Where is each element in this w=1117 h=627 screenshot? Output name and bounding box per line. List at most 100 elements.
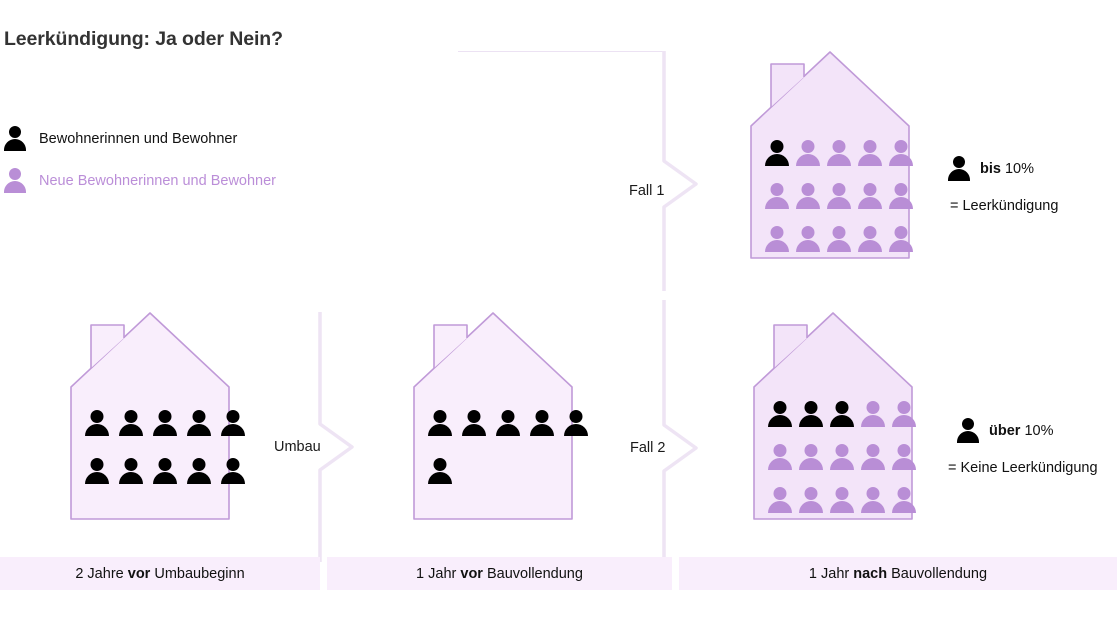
person-icon-dark <box>221 458 245 484</box>
person-icon-light <box>768 444 792 470</box>
annotation-case-1-value: 10% <box>1004 160 1035 177</box>
person-icon-light <box>830 444 854 470</box>
person-icon-dark <box>4 126 26 151</box>
person-icon-light <box>889 140 913 166</box>
connector-label-fall-1: Fall 1 <box>629 183 665 199</box>
legend-label-residents: Bewohnerinnen und Bewohner <box>39 130 238 147</box>
person-icon-dark <box>428 410 452 436</box>
person-icon-light <box>796 140 820 166</box>
house-people-row <box>768 487 916 513</box>
annotation-case-1-headline: bis 10% <box>948 156 1058 181</box>
timeline-label-0: 2 Jahre vor Umbaubeginn <box>75 565 245 582</box>
person-icon-dark <box>221 410 245 436</box>
annotation-case-2-value: 10% <box>1024 422 1054 439</box>
person-icon-light <box>827 183 851 209</box>
person-icon-light <box>765 183 789 209</box>
person-icon-dark <box>830 401 854 427</box>
person-icon-light <box>858 140 882 166</box>
person-icon-dark <box>564 410 588 436</box>
annotation-case-2-emphasis: über <box>989 422 1021 439</box>
legend-item-new-residents: Neue Bewohnerinnen und Bewohner <box>4 168 276 193</box>
house-people-row <box>85 458 245 484</box>
house-people-row <box>85 410 245 436</box>
person-icon-light <box>827 226 851 252</box>
person-icon-light <box>892 487 916 513</box>
branch-line <box>458 51 664 52</box>
annotation-case-1: bis 10% = Leerkündigung <box>948 156 1058 214</box>
person-icon-light <box>830 487 854 513</box>
connector-label-umbau: Umbau <box>274 439 321 455</box>
house-people-row <box>768 444 916 470</box>
person-icon-light <box>858 226 882 252</box>
house-case-1 <box>750 51 913 259</box>
person-icon-light <box>861 401 885 427</box>
legend-label-new-residents: Neue Bewohnerinnen und Bewohner <box>39 172 277 189</box>
timeline-before-completion: 1 Jahr vor Bauvollendung <box>327 557 672 590</box>
person-icon-dark <box>119 458 143 484</box>
person-icon-light <box>768 487 792 513</box>
annotation-case-1-emphasis: bis <box>980 160 1001 177</box>
house-people-grid <box>765 140 913 252</box>
house-people-row <box>765 183 913 209</box>
timeline-after-completion: 1 Jahr nach Bauvollendung <box>679 557 1117 590</box>
house-people-row <box>428 410 588 436</box>
person-icon-dark <box>957 418 979 443</box>
person-icon-light <box>861 444 885 470</box>
house-people-grid <box>768 401 916 513</box>
house-before-renovation <box>70 312 245 520</box>
person-icon-light <box>796 226 820 252</box>
person-icon-dark <box>85 410 109 436</box>
person-icon-dark <box>799 401 823 427</box>
page-title: Leerkündigung: Ja oder Nein? <box>4 28 283 50</box>
annotation-case-2: über 10% = Keine Leerkündigung <box>948 418 1098 476</box>
house-before-completion <box>413 312 588 520</box>
house-shape <box>413 312 573 520</box>
annotation-case-1-threshold: bis 10% <box>980 161 1034 177</box>
connector-label-fall-2: Fall 2 <box>630 440 666 456</box>
person-icon-dark <box>768 401 792 427</box>
person-icon-light <box>892 444 916 470</box>
person-icon-light <box>799 444 823 470</box>
person-icon-light <box>765 226 789 252</box>
connector-fall-1 <box>656 51 706 291</box>
timeline-label-1: 1 Jahr vor Bauvollendung <box>416 565 583 582</box>
house-people-grid <box>428 410 588 484</box>
person-icon-dark <box>153 410 177 436</box>
connector-umbau <box>312 312 362 562</box>
person-icon-dark <box>496 410 520 436</box>
house-people-row <box>765 226 913 252</box>
annotation-case-2-threshold: über 10% <box>989 423 1053 439</box>
person-icon-dark <box>765 140 789 166</box>
person-icon-dark <box>85 458 109 484</box>
person-icon-light <box>861 487 885 513</box>
house-people-row <box>765 140 913 166</box>
person-icon-light <box>889 226 913 252</box>
timeline-before-renovation: 2 Jahre vor Umbaubeginn <box>0 557 320 590</box>
annotation-case-2-headline: über 10% <box>957 418 1098 443</box>
person-icon-dark <box>948 156 970 181</box>
person-icon-light <box>799 487 823 513</box>
house-people-grid <box>85 410 245 484</box>
person-icon-dark <box>187 410 211 436</box>
person-icon-dark <box>462 410 486 436</box>
house-people-row <box>428 458 588 484</box>
annotation-case-1-result: = Leerkündigung <box>950 198 1059 214</box>
person-icon-light <box>796 183 820 209</box>
person-icon-dark <box>153 458 177 484</box>
person-icon-light <box>827 140 851 166</box>
person-icon-light <box>858 183 882 209</box>
person-icon-dark <box>187 458 211 484</box>
person-icon-light <box>889 183 913 209</box>
annotation-case-2-result: = Keine Leerkündigung <box>948 460 1098 476</box>
connector-fall-2 <box>656 300 706 560</box>
timeline-label-2: 1 Jahr nach Bauvollendung <box>808 565 988 582</box>
person-icon-light <box>892 401 916 427</box>
house-people-row <box>768 401 916 427</box>
house-case-2 <box>753 312 916 520</box>
person-icon-dark <box>428 458 452 484</box>
person-icon-dark <box>119 410 143 436</box>
house-shape <box>70 312 230 520</box>
legend-item-residents: Bewohnerinnen und Bewohner <box>4 126 237 151</box>
person-icon-dark <box>530 410 554 436</box>
